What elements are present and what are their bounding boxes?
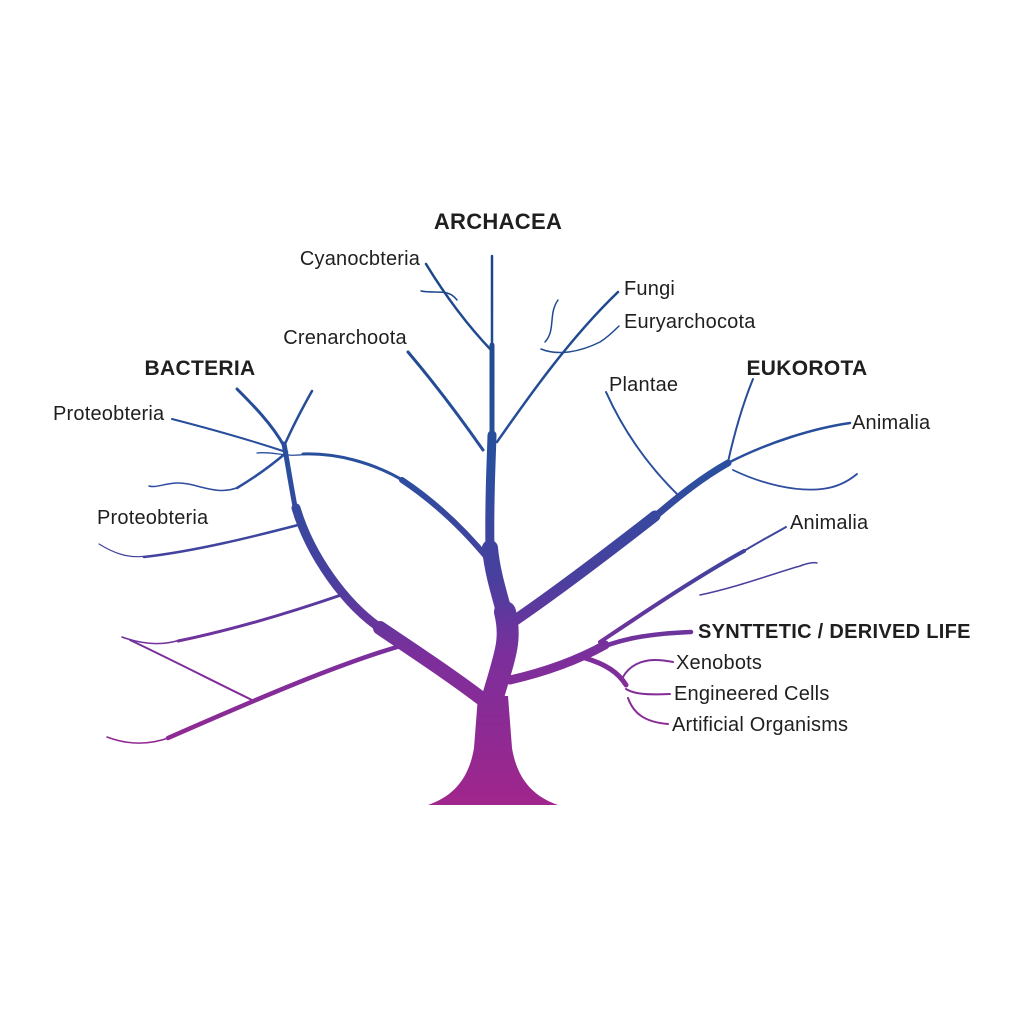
label-domain-bacteria: BACTERIA (144, 357, 256, 380)
label-crenarchoota: Crenarchoota (283, 327, 407, 349)
branch-group-archacea (406, 262, 620, 452)
trunk (428, 254, 558, 805)
label-proteobteria-lower: Proteobteria (97, 507, 209, 529)
label-cyanocbteria: Cyanocbteria (299, 248, 421, 270)
label-domain-synthetic-derived-life: SYNTTETIC / DERIVED LIFE (698, 621, 971, 643)
branch-group-synthetic (505, 526, 818, 725)
label-fungi: Fungi (624, 278, 676, 300)
label-animalia-upper: Animalia (852, 412, 931, 434)
label-engineered-cells: Engineered Cells (674, 683, 830, 705)
trunk-flare (428, 696, 558, 805)
label-xenobots: Xenobots (676, 652, 763, 674)
label-animalia-lower: Animalia (790, 512, 869, 534)
label-plantae: Plantae (609, 374, 679, 396)
label-domain-archacea: ARCHACEA (433, 209, 563, 234)
branch-group-bacteria (98, 387, 493, 744)
label-artificial-organisms: Artificial Organisms (672, 714, 849, 736)
label-proteobteria-upper: Proteobteria (53, 403, 165, 425)
label-euryarchocota: Euryarchocota (624, 311, 756, 333)
branch-group-eukorota (502, 378, 858, 631)
label-domain-eukorota: EUKOROTA (746, 357, 868, 380)
